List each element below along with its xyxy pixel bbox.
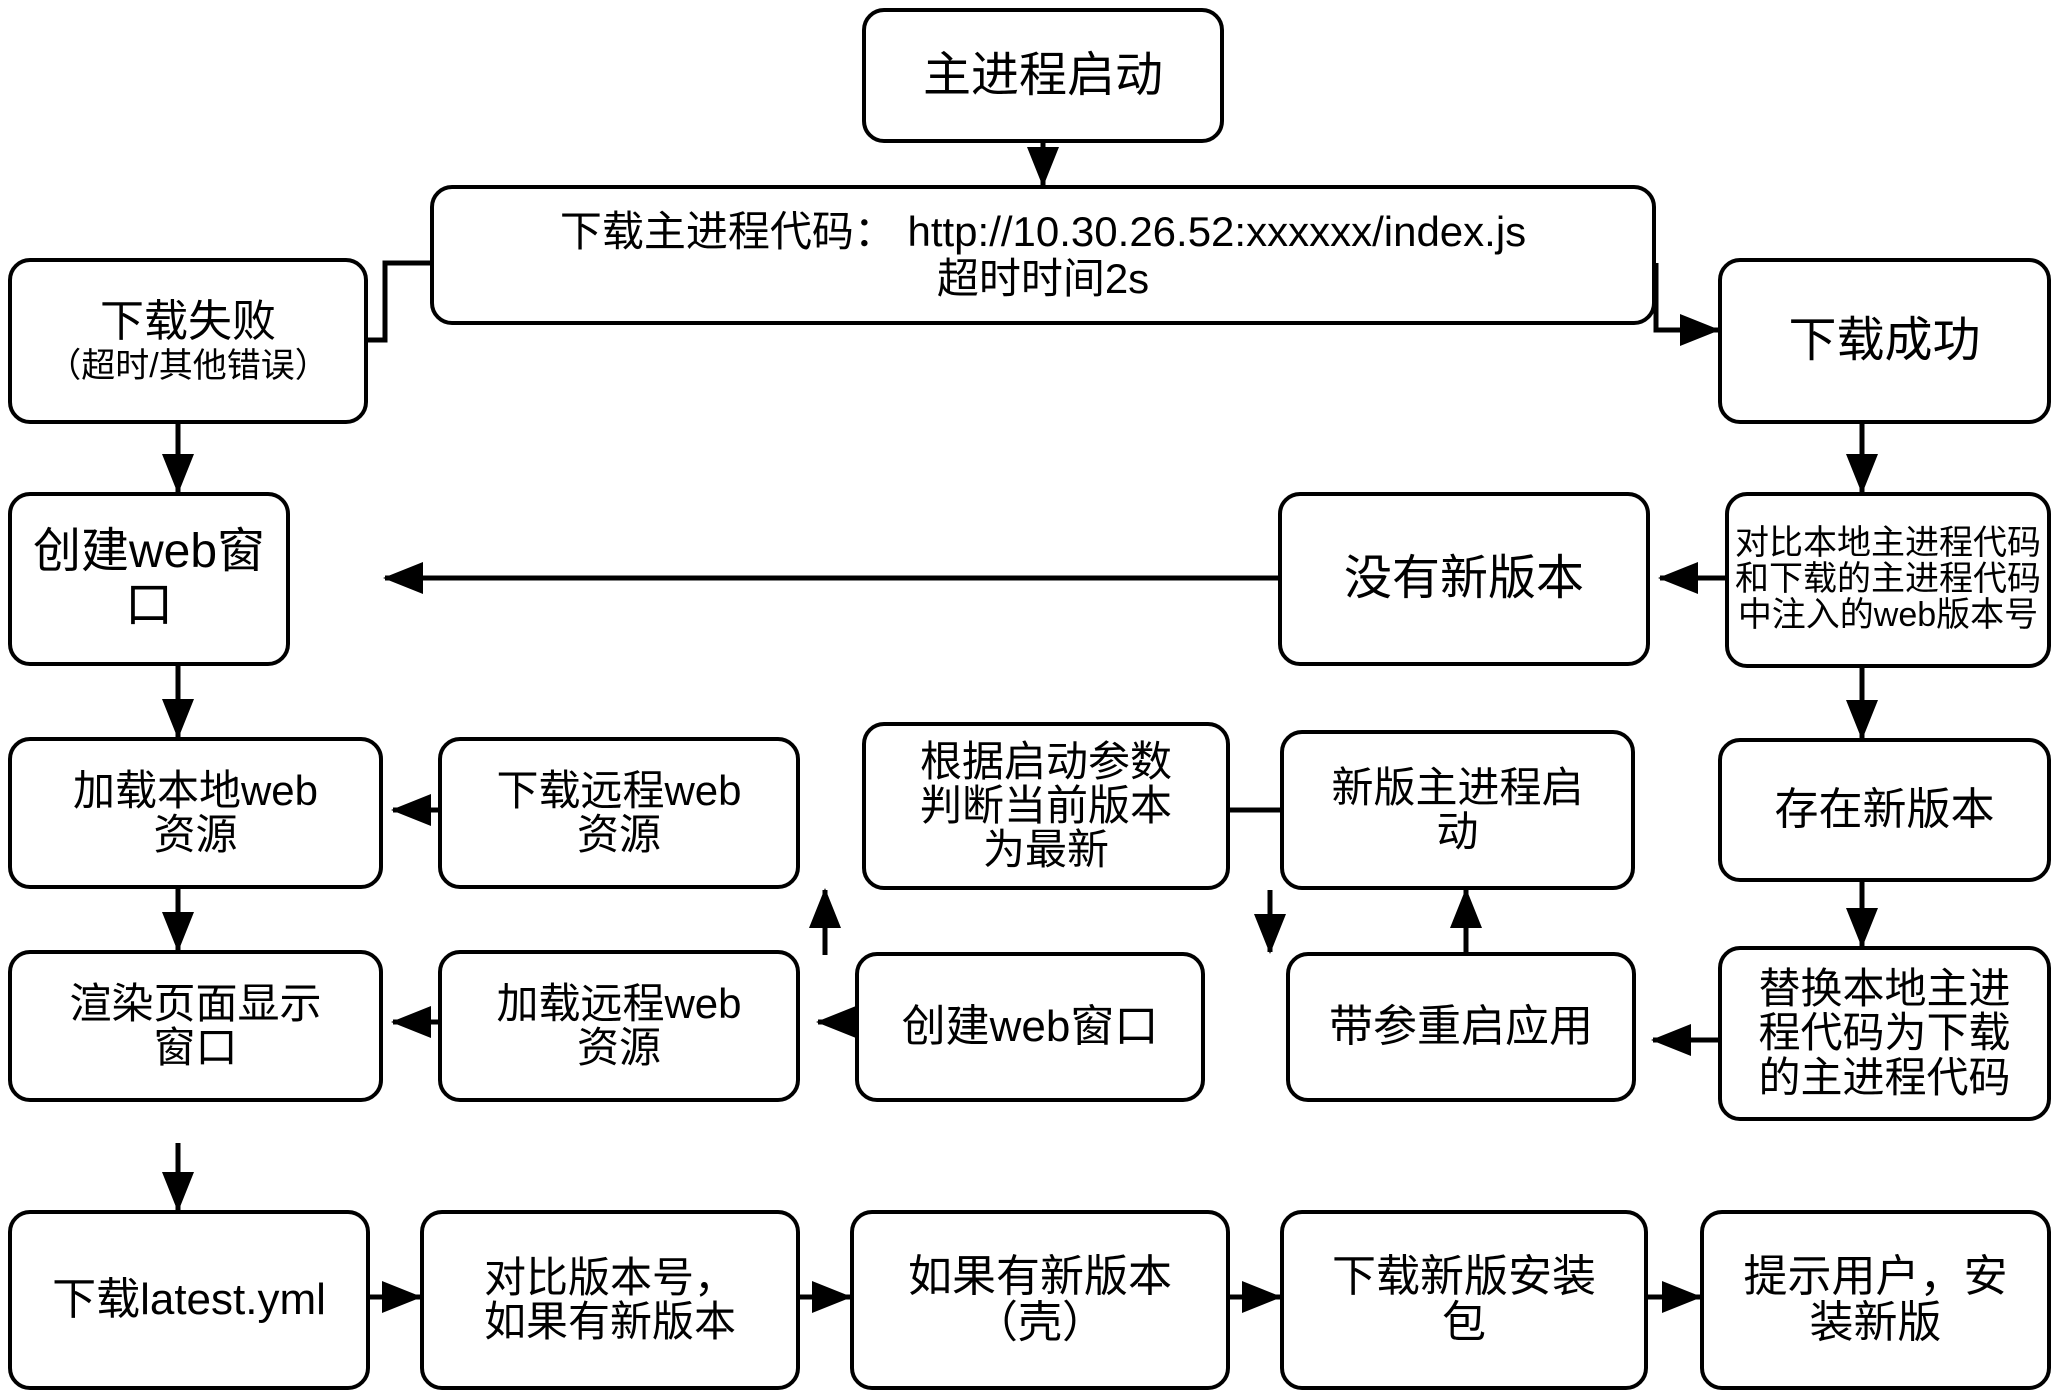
node-label-line1: 下载主进程代码： http://10.30.26.52:xxxxxx/index… (559, 207, 1527, 255)
node-prompt-user-install[interactable]: 提示用户，安 装新版 (1700, 1210, 2051, 1390)
node-label: 下载失败 (100, 297, 276, 347)
node-label: 对比版本号， 如果有新版本 (483, 1253, 736, 1345)
node-has-new-version[interactable]: 存在新版本 (1718, 738, 2051, 882)
node-label-line2: 超时时间2s (936, 255, 1150, 302)
node-label: 如果有新版本 （壳） (908, 1251, 1172, 1347)
node-render-page-window[interactable]: 渲染页面显示 窗口 (8, 950, 383, 1102)
node-if-new-shell[interactable]: 如果有新版本 （壳） (850, 1210, 1230, 1390)
node-create-web-window-left[interactable]: 创建web窗口 (8, 492, 290, 666)
node-label: 创建web窗口 (901, 1002, 1159, 1052)
node-label: 存在新版本 (1774, 785, 1995, 835)
node-download-remote-web[interactable]: 下载远程web 资源 (438, 737, 800, 889)
node-new-main-process-start[interactable]: 新版主进程启 动 (1280, 730, 1635, 890)
node-label: 新版主进程启 动 (1331, 763, 1584, 855)
node-restart-with-args[interactable]: 带参重启应用 (1286, 952, 1636, 1102)
node-label: 下载成功 (1788, 314, 1981, 368)
node-label: 下载远程web 资源 (496, 766, 742, 858)
node-label: 下载新版安装 包 (1332, 1251, 1596, 1347)
node-label: 根据启动参数 判断当前版本 为最新 (919, 737, 1172, 874)
node-label: 创建web窗口 (32, 525, 266, 632)
node-compare-version-no[interactable]: 对比版本号， 如果有新版本 (420, 1210, 800, 1390)
node-download-main-code[interactable]: 下载主进程代码： http://10.30.26.52:xxxxxx/index… (430, 185, 1656, 325)
node-label: 渲染页面显示 窗口 (69, 979, 322, 1071)
node-label: 没有新版本 (1343, 552, 1584, 606)
edge-download-to-success (1653, 263, 1721, 346)
node-judge-current-latest[interactable]: 根据启动参数 判断当前版本 为最新 (862, 722, 1230, 890)
node-download-success[interactable]: 下载成功 (1718, 258, 2051, 424)
node-load-local-web[interactable]: 加载本地web 资源 (8, 737, 383, 889)
node-label: 主进程启动 (922, 48, 1163, 102)
node-download-latest-yml[interactable]: 下载latest.yml (8, 1210, 370, 1390)
node-label: 下载latest.yml (52, 1275, 326, 1325)
node-label: 替换本地主进 程代码为下载 的主进程代码 (1758, 965, 2011, 1101)
node-label: 提示用户，安 装新版 (1743, 1251, 2008, 1347)
node-label: 加载远程web 资源 (496, 979, 742, 1071)
node-main-process-start[interactable]: 主进程启动 (862, 8, 1224, 143)
node-label: 带参重启应用 (1329, 1002, 1593, 1052)
node-sublabel: （超时/其他错误） (47, 346, 329, 385)
node-label: 对比本地主进程代码 和下载的主进程代码 中注入的web版本号 (1735, 524, 2041, 634)
node-label: 加载本地web 资源 (72, 766, 319, 858)
node-download-installer[interactable]: 下载新版安装 包 (1280, 1210, 1648, 1390)
node-replace-local-code[interactable]: 替换本地主进 程代码为下载 的主进程代码 (1718, 946, 2051, 1121)
node-download-fail[interactable]: 下载失败 （超时/其他错误） (8, 258, 368, 424)
node-compare-web-version[interactable]: 对比本地主进程代码 和下载的主进程代码 中注入的web版本号 (1725, 492, 2051, 668)
node-load-remote-web[interactable]: 加载远程web 资源 (438, 950, 800, 1102)
node-create-web-window-mid[interactable]: 创建web窗口 (855, 952, 1205, 1102)
node-no-new-version[interactable]: 没有新版本 (1278, 492, 1650, 666)
